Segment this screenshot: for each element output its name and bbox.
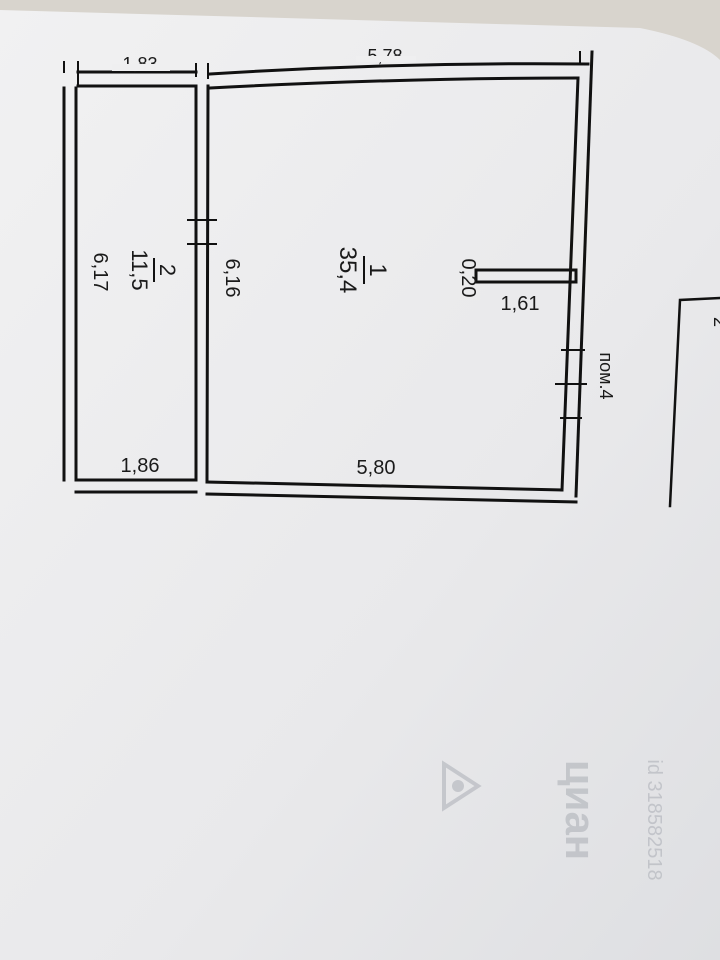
room1-top-wall <box>208 62 590 90</box>
right-partial-label: 2 <box>710 317 720 327</box>
watermark-brand: циан <box>557 760 604 860</box>
room1-number: 1 <box>364 263 391 276</box>
room-partition-wall <box>187 63 217 482</box>
room2-area: 11,5 <box>127 249 152 290</box>
room1-bottom-dim: 5,80 <box>357 457 396 479</box>
room1-label: 1 35,4 <box>334 247 391 294</box>
partition-length-dim: 6,16 <box>221 259 243 298</box>
cian-logo-icon <box>442 760 482 812</box>
room2-label: 2 11,5 <box>127 249 180 290</box>
watermark-id: id 318582518 <box>643 759 665 880</box>
room2-top-wall <box>63 61 198 88</box>
room2-bottom-wall <box>74 478 198 494</box>
room2-left-wall <box>62 86 78 482</box>
right-partial-room-outline <box>668 296 720 508</box>
room1-right-wall <box>555 50 594 498</box>
room1-area: 35,4 <box>334 247 361 294</box>
room1-bottom-wall <box>205 480 578 504</box>
room2-bottom-dim: 1,86 <box>121 455 160 477</box>
room2-length-dim: 6,17 <box>89 253 111 292</box>
room2-number: 2 <box>155 264 180 276</box>
stub-length-dim: 1,61 <box>501 293 540 315</box>
stub-wall <box>474 268 578 284</box>
watermark: циан id 318582518 <box>442 759 665 881</box>
stub-thickness-dim: 0,20 <box>457 259 479 298</box>
adjacent-room-label: пом.4 <box>596 352 616 399</box>
